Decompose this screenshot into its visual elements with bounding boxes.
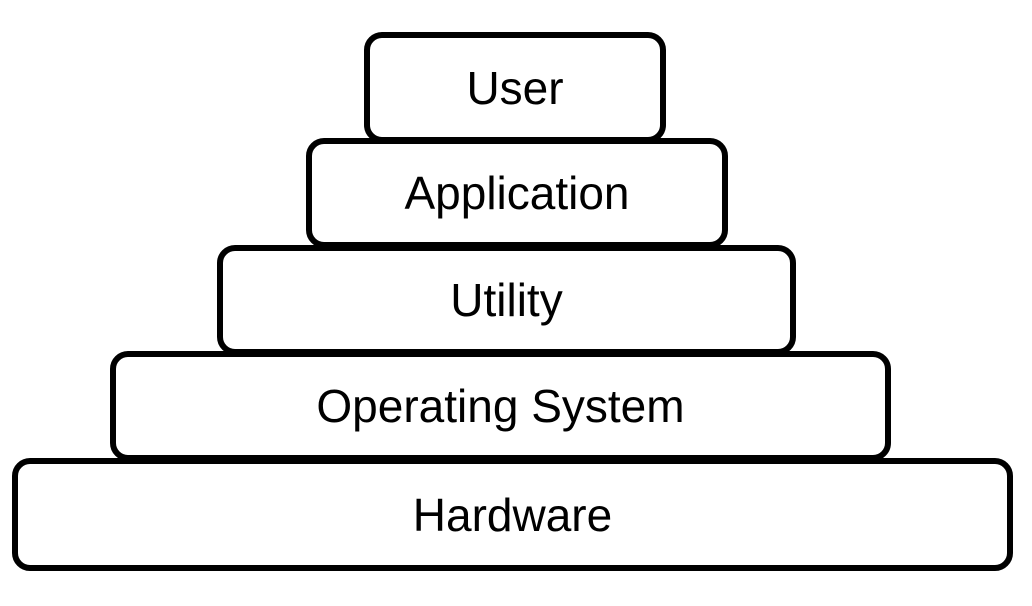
- layer-label-hardware: Hardware: [412, 488, 613, 541]
- layer-label-utility: Utility: [450, 274, 563, 326]
- layer-application: Application: [306, 138, 728, 248]
- layer-hardware: Hardware: [12, 458, 1013, 571]
- layer-utility: Utility: [217, 245, 796, 355]
- layer-operating-system: Operating System: [110, 351, 891, 461]
- layer-label-operating-system: Operating System: [316, 380, 685, 432]
- layer-user: User: [364, 32, 666, 143]
- layer-label-application: Application: [404, 167, 630, 219]
- layer-label-user: User: [466, 61, 564, 114]
